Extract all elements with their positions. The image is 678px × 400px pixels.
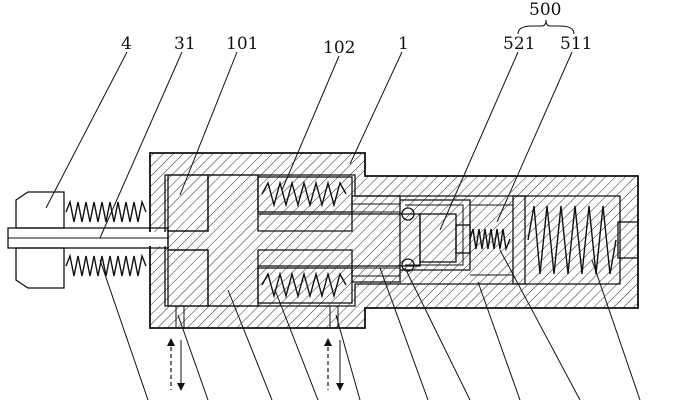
label-521: 521 xyxy=(503,34,535,54)
label-1: 1 xyxy=(398,34,409,54)
valve-assembly xyxy=(351,199,617,277)
rod xyxy=(7,227,169,249)
nut xyxy=(15,191,65,289)
bellows-springs xyxy=(65,199,147,277)
label-511: 511 xyxy=(560,34,592,54)
group-brace xyxy=(517,19,575,35)
label-102: 102 xyxy=(323,38,355,58)
label-31: 31 xyxy=(174,34,196,54)
leader-lines xyxy=(45,51,641,400)
label-500: 500 xyxy=(529,0,561,20)
ports xyxy=(167,305,344,391)
upper-spring-chamber xyxy=(257,176,353,213)
lower-spring-chamber xyxy=(257,267,353,304)
label-4: 4 xyxy=(121,34,132,54)
label-101: 101 xyxy=(226,34,258,54)
